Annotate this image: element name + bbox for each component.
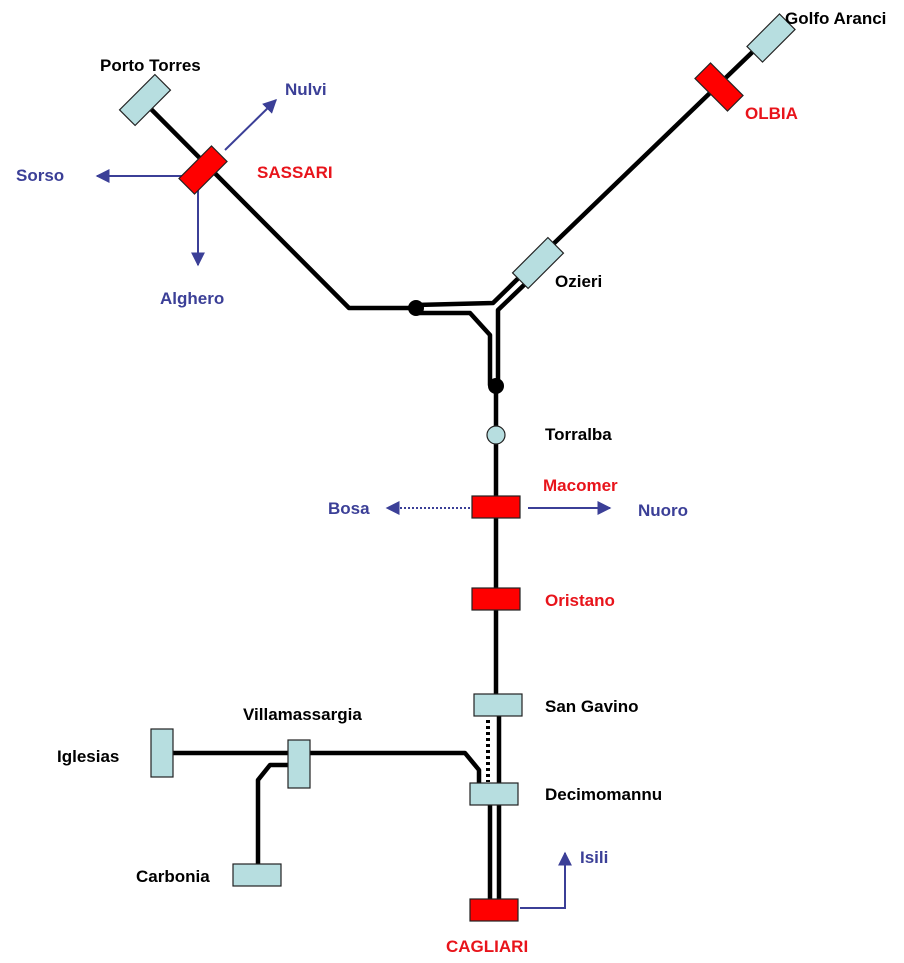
- junction-node-south: [488, 378, 504, 394]
- label-nuoro: Nuoro: [638, 501, 688, 520]
- station-torralba[interactable]: [486, 425, 506, 445]
- track-porto-torres-sassari: [142, 100, 419, 311]
- label-villamassargia: Villamassargia: [243, 705, 362, 724]
- station-san-gavino[interactable]: [473, 693, 523, 717]
- track-iglesias-branch: [159, 750, 482, 793]
- station-oristano[interactable]: [471, 587, 521, 611]
- label-sassari: SASSARI: [257, 163, 333, 182]
- label-isili: Isili: [580, 848, 608, 867]
- station-olbia[interactable]: [694, 62, 744, 112]
- label-nulvi: Nulvi: [285, 80, 327, 99]
- station-decimomannu[interactable]: [469, 782, 519, 806]
- label-sorso: Sorso: [16, 166, 64, 185]
- label-ozieri: Ozieri: [555, 272, 602, 291]
- track-carbonia-branch: [255, 762, 301, 873]
- label-iglesias: Iglesias: [57, 747, 119, 766]
- label-golfo-aranci: Golfo Aranci: [785, 9, 886, 28]
- track-junction-ozieri-b: [413, 310, 493, 388]
- stations: [118, 13, 796, 922]
- station-ozieri[interactable]: [511, 236, 565, 290]
- label-macomer: Macomer: [543, 476, 618, 495]
- station-porto-torres[interactable]: [118, 73, 172, 127]
- label-alghero: Alghero: [160, 289, 224, 308]
- connection-labels: Nulvi Sorso Alghero Bosa Nuoro Isili: [16, 80, 688, 867]
- label-san-gavino: San Gavino: [545, 697, 639, 716]
- arrow-to-nulvi: [224, 99, 277, 151]
- label-cagliari: CAGLIARI: [446, 937, 528, 956]
- junction-node-west: [408, 300, 424, 316]
- label-porto-torres: Porto Torres: [100, 56, 201, 75]
- label-torralba: Torralba: [545, 425, 612, 444]
- station-iglesias[interactable]: [150, 728, 174, 778]
- station-sassari[interactable]: [178, 145, 228, 195]
- label-olbia: OLBIA: [745, 104, 798, 123]
- label-carbonia: Carbonia: [136, 867, 210, 886]
- station-cagliari[interactable]: [469, 898, 519, 922]
- station-labels: Golfo Aranci Porto Torres OLBIA SASSARI …: [57, 9, 886, 956]
- track-ozieri-olbia: [542, 34, 771, 255]
- station-villamassargia[interactable]: [287, 739, 311, 789]
- label-decimomannu: Decimomannu: [545, 785, 662, 804]
- station-golfo-aranci[interactable]: [746, 13, 796, 63]
- station-carbonia[interactable]: [232, 863, 282, 887]
- arrow-to-isili: [520, 851, 572, 909]
- track-lines: [142, 34, 771, 908]
- station-macomer[interactable]: [471, 495, 521, 519]
- connection-arrows: [95, 99, 612, 909]
- label-bosa: Bosa: [328, 499, 370, 518]
- label-oristano: Oristano: [545, 591, 615, 610]
